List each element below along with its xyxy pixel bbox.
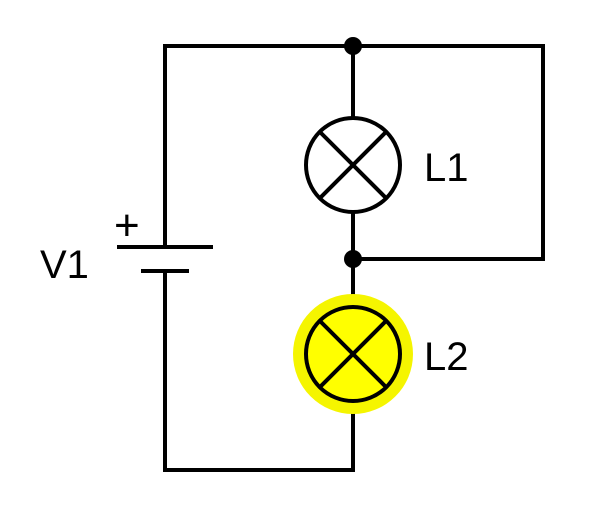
battery-v1: + V1 bbox=[40, 201, 213, 287]
lamp-l1: L1 bbox=[304, 116, 469, 214]
wire-right-bypass bbox=[351, 44, 545, 261]
lamp-l2-cross-b bbox=[317, 318, 389, 390]
battery-label: V1 bbox=[40, 243, 89, 287]
lamp-l2-label: L2 bbox=[424, 335, 469, 379]
wire-bottom bbox=[163, 408, 355, 472]
junction-dot-middle bbox=[344, 250, 362, 268]
lamp-l1-label: L1 bbox=[424, 146, 469, 190]
battery-plus-sign: + bbox=[114, 201, 140, 250]
lamp-l1-cross-b bbox=[317, 129, 389, 201]
junction-dot-top bbox=[344, 37, 362, 55]
lamp-l2: L2 bbox=[293, 294, 469, 414]
